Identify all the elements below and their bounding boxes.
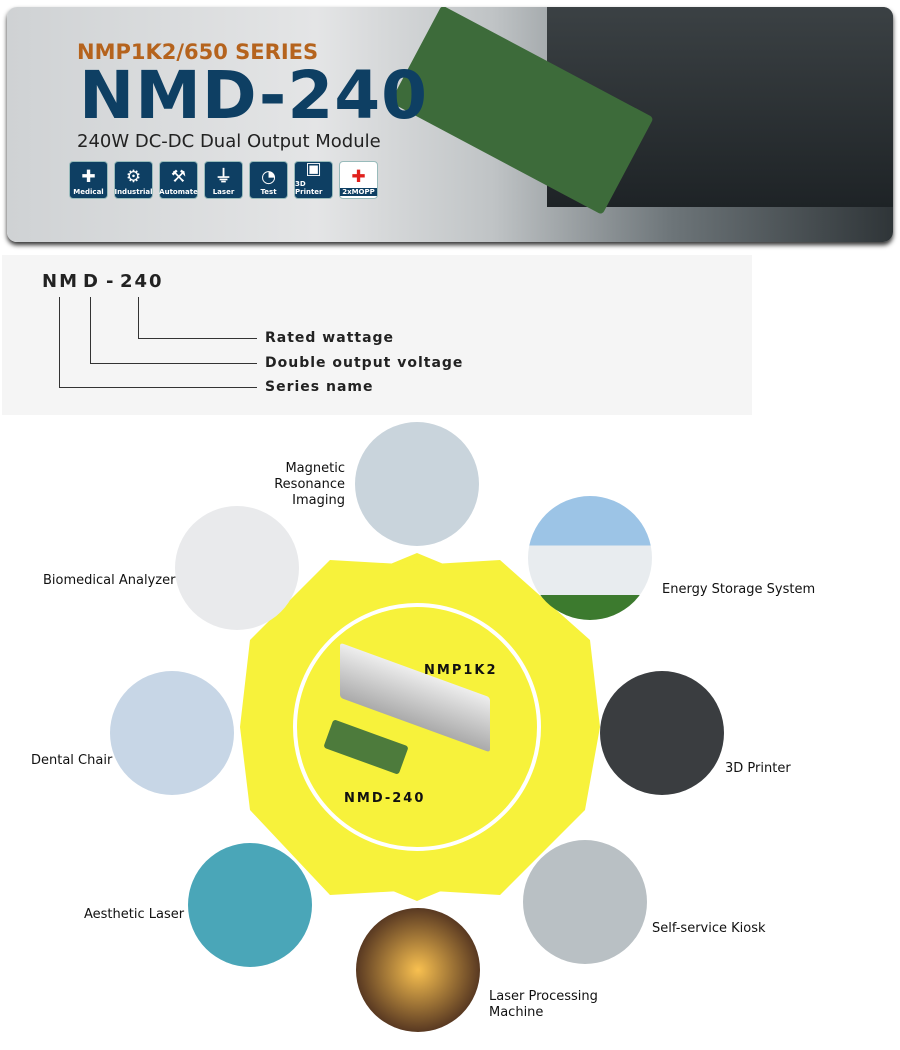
naming-part-output: D	[83, 271, 100, 292]
caption-laser-processing: Laser Processing Machine	[489, 989, 598, 1020]
kiosk-image	[523, 840, 647, 964]
series-title: NMP1K2/650 SERIES	[77, 40, 319, 64]
connector-line	[90, 297, 257, 364]
product-label-nmd240: NMD-240	[344, 791, 426, 806]
model-subtitle: 240W DC-DC Dual Output Module	[77, 131, 381, 152]
caption-mri: Magnetic Resonance Imaging	[274, 461, 345, 508]
medical-icon: ✚Medical	[69, 161, 108, 199]
caption-biomedical-analyzer: Biomedical Analyzer	[43, 573, 176, 588]
label-rated-wattage: Rated wattage	[265, 330, 395, 346]
laser-icon: ⏚Laser	[204, 161, 243, 199]
biomedical-analyzer-image	[175, 506, 299, 630]
test-icon: ◔Test	[249, 161, 288, 199]
application-icons: ✚Medical ⚙Industrial ⚒Automate ⏚Laser ◔T…	[69, 159, 378, 199]
dental-chair-image	[110, 671, 234, 795]
3d-printer-icon: ▣3D Printer	[294, 159, 333, 199]
caption-aesthetic-laser: Aesthetic Laser	[84, 907, 185, 922]
model-naming-diagram: NM D - 240 Rated wattage Double output v…	[2, 255, 752, 415]
label-series-name: Series name	[265, 379, 374, 395]
caption-kiosk: Self-service Kiosk	[652, 921, 766, 936]
industrial-icon: ⚙Industrial	[114, 161, 153, 199]
automate-icon: ⚒Automate	[159, 161, 198, 199]
3d-printer-image	[600, 671, 724, 795]
mopp-icon: ✚2xMOPP	[339, 161, 378, 199]
connector-line	[59, 297, 257, 388]
caption-3d-printer: 3D Printer	[725, 761, 791, 776]
naming-part-wattage: 240	[120, 271, 164, 292]
product-label-nmp1k2: NMP1K2	[424, 663, 498, 678]
hero-banner: NMP1K2/650 SERIES NMD-240 240W DC-DC Dua…	[7, 7, 893, 242]
aesthetic-laser-image	[188, 843, 312, 967]
connector-line	[138, 297, 257, 339]
naming-part-series: NM	[42, 271, 79, 292]
model-title: NMD-240	[79, 57, 429, 134]
laser-processing-image	[356, 908, 480, 1032]
caption-dental-chair: Dental Chair	[31, 753, 113, 768]
energy-storage-image	[528, 496, 652, 620]
naming-part-dash: -	[106, 271, 116, 292]
caption-energy-storage: Energy Storage System	[662, 582, 816, 597]
label-double-output: Double output voltage	[265, 355, 464, 371]
mri-image	[355, 422, 479, 546]
